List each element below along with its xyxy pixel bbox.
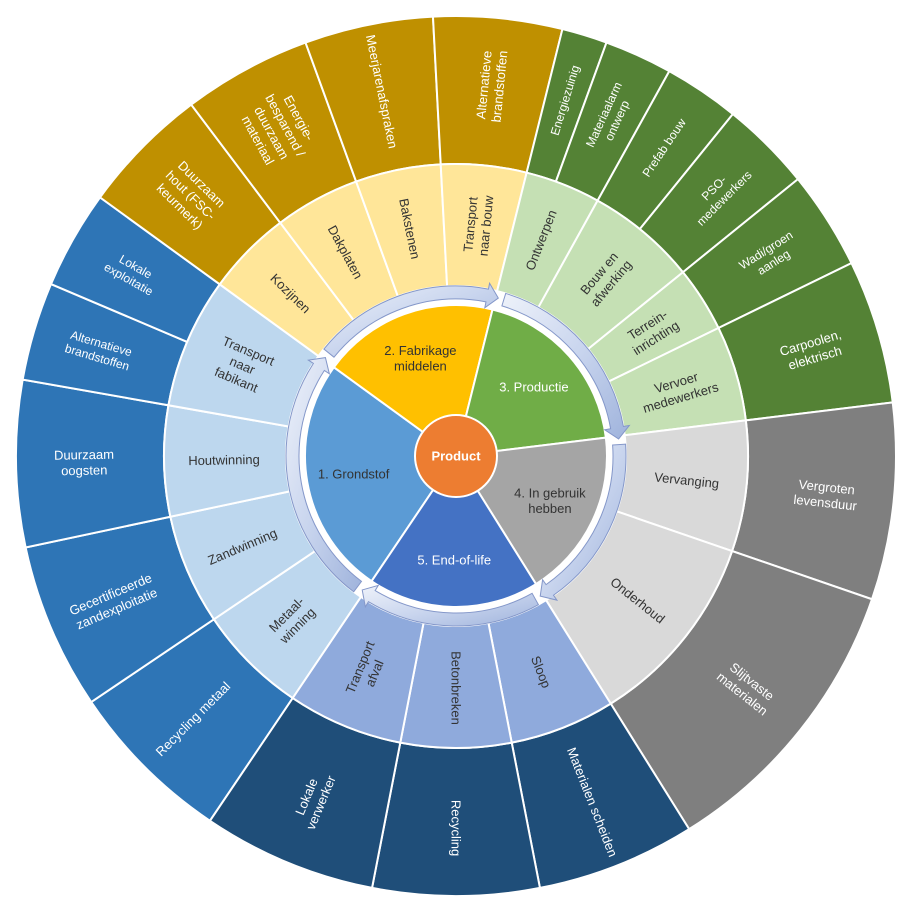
measure-label: Alternatievebrandstoffen <box>473 48 510 123</box>
activity-label: Transportnaar bouw <box>460 193 496 257</box>
activity-label: Houtwinning <box>188 452 260 468</box>
center-circle <box>414 414 498 498</box>
cycle-arrow-icon <box>361 584 540 627</box>
cycle-arrow-icon <box>539 443 627 601</box>
phase-label-5: 5. End-of-life <box>417 553 491 568</box>
phase-label-3: 3. Productie <box>499 380 568 395</box>
activity-label: Vervanging <box>654 469 720 491</box>
cycle-arrow-icon <box>323 281 499 358</box>
activity-label: Betonbreken <box>449 651 464 725</box>
measure-label: Vergrotenlevensduur <box>793 476 860 513</box>
cycle-arrow-icon <box>501 292 631 440</box>
phase-segment-3 <box>454 308 607 458</box>
phase-segment-1 <box>304 365 458 583</box>
activity-label: Transportafval <box>343 639 393 702</box>
measure-label: Duurzaamoogsten <box>54 447 114 479</box>
phase-label-1: 1. Grondstof <box>318 467 390 482</box>
center-label: Product <box>431 449 481 464</box>
phase-segment-5 <box>370 454 538 608</box>
cycle-arrows <box>285 281 631 627</box>
measures-ring: Recycling metaalGecertificeerdezandexplo… <box>15 15 897 897</box>
center-hub: Product <box>414 414 498 498</box>
measure-label: Carpoolen,elektrisch <box>778 327 848 374</box>
measure-label: Recycling <box>449 800 464 856</box>
cycle-arrow-icon <box>285 357 363 593</box>
